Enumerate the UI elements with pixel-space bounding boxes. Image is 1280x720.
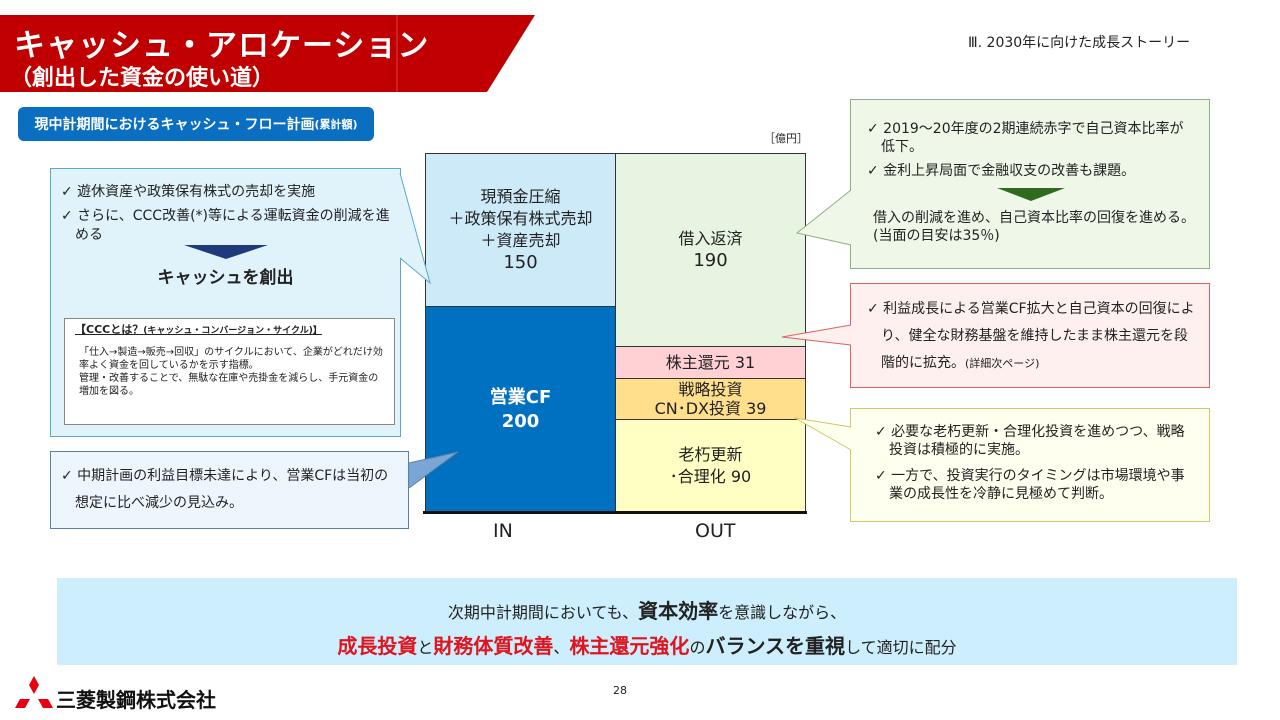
down-arrow-icon: [183, 245, 268, 259]
cell-label: ＋政策保有株式売却: [448, 209, 593, 228]
bullet: ✓ 遊休資産や政策保有株式の売却を実施: [61, 184, 316, 200]
cell-label: 現預金圧縮: [480, 187, 561, 206]
ccc-title: 【CCCとは？: [75, 323, 144, 336]
cell-value: 190: [693, 250, 728, 271]
summary-text: 、: [553, 638, 570, 657]
page-subtitle: （創出した資金の使い道）: [10, 66, 275, 91]
cell-value: ･合理化 90: [669, 467, 752, 486]
callout-investment: ✓ 必要な老朽更新・合理化投資を進めつつ、戦略投資は積極的に実施。 ✓ 一方で、…: [850, 408, 1210, 522]
unit-label: ［億円］: [764, 132, 808, 145]
callout-shareholder: ✓ 利益成長による営業CF拡大と自己資本の回復により、健全な財務基盤を維持したま…: [850, 283, 1210, 388]
page-number: 28: [613, 684, 627, 697]
cell-value: 150: [503, 252, 538, 273]
summary-text: の: [689, 638, 706, 657]
in-operating-cf: 営業CF 200: [425, 306, 616, 513]
chart-baseline: [423, 511, 807, 514]
in-asset-sale: 現預金圧縮 ＋政策保有株式売却 ＋資産売却 150: [425, 153, 616, 307]
callout-cash-creation: ✓ 遊休資産や政策保有株式の売却を実施 ✓ さらに、CCC改善(*)等による運転…: [50, 168, 401, 437]
ccc-definition-box: 【CCCとは？(キャッシュ・コンバージョン・サイクル)】 「仕入→製造→販売→回…: [64, 318, 395, 425]
ccc-title-sub: (キャッシュ・コンバージョン・サイクル)】: [143, 326, 322, 336]
bullet: ✓ さらに、CCC改善(*)等による運転資金の削減を進める: [61, 208, 390, 243]
title-banner: [0, 15, 535, 92]
callout-result: 借入の削減を進め、自己資本比率の回復を進める。(当面の目安は35％): [873, 210, 1195, 244]
summary-text: と: [417, 638, 434, 657]
out-strategic-investment: 戦略投資 CN･DX投資 39: [615, 378, 806, 420]
bullet: ✓ 必要な老朽更新・合理化投資を進めつつ、戦略投資は積極的に実施。: [875, 424, 1185, 458]
section-heading-suffix: (累計額): [314, 118, 358, 131]
callout-debt: ✓ 2019～20年度の2期連続赤字で自己資本比率が低下。 ✓ 金利上昇局面で金…: [850, 99, 1210, 269]
bullet: ✓ 金利上昇局面で金融収支の改善も課題。: [867, 163, 1136, 179]
axis-in: IN: [493, 520, 513, 542]
cell-label: 借入返済: [678, 229, 743, 248]
cell-label: 老朽更新: [678, 445, 743, 464]
cell-label: 戦略投資: [678, 380, 743, 399]
axis-out: OUT: [695, 520, 736, 542]
section-heading: 現中計期間におけるキャッシュ・フロー計画(累計額): [18, 107, 374, 141]
summary-red: 財務体質改善: [433, 634, 554, 658]
mitsubishi-logo-icon: [15, 676, 53, 708]
summary-emphasis: バランスを重視: [705, 634, 846, 658]
cell-value: 200: [501, 410, 540, 432]
section-label: Ⅲ. 2030年に向けた成長ストーリー: [968, 35, 1191, 51]
cell-value: CN･DX投資 39: [654, 399, 767, 418]
summary-text: 次期中計期間においても、: [447, 603, 639, 622]
cell-label: 株主還元 31: [665, 352, 756, 372]
section-heading-text: 現中計期間におけるキャッシュ・フロー計画: [34, 117, 315, 133]
down-arrow-icon: [997, 188, 1065, 201]
company-name: 三菱製鋼株式会社: [56, 688, 216, 712]
callout-operating-cf: ✓ 中期計画の利益目標未達により、営業CFは当初の想定に比べ減少の見込み。: [50, 451, 409, 529]
page-title: キャッシュ・アロケーション: [14, 28, 430, 64]
bullet: ✓ 利益成長による営業CF拡大と自己資本の回復により、健全な財務基盤を維持したま…: [867, 301, 1195, 371]
cell-label: ＋資産売却: [480, 231, 561, 250]
ccc-body: 「仕入→製造→販売→回収」のサイクルにおいて、企業がどれだけ効率よく資金を回して…: [79, 347, 383, 371]
out-shareholder-return: 株主還元 31: [615, 346, 806, 379]
bullet: ✓ 2019～20年度の2期連続赤字で自己資本比率が低下。: [867, 121, 1184, 155]
ccc-body: 管理・改善することで、無駄な在庫や売掛金を減らし、手元資金の増加を図る。: [79, 373, 379, 397]
summary-text: して適切に配分: [845, 638, 957, 657]
cell-label: 営業CF: [489, 386, 552, 408]
out-debt-repayment: 借入返済 190: [615, 153, 806, 347]
callout-result: キャッシュを創出: [157, 268, 294, 288]
note: (詳細次ページ): [965, 357, 1040, 370]
summary-red: 株主還元強化: [569, 634, 690, 658]
bullet: ✓ 中期計画の利益目標未達により、営業CFは当初の想定に比べ減少の見込み。: [61, 468, 389, 511]
summary-text: を意識しながら、: [718, 603, 847, 622]
out-renewal-investment: 老朽更新 ･合理化 90: [615, 419, 806, 513]
summary-emphasis: 資本効率: [638, 599, 719, 623]
summary-banner: 次期中計期間においても、資本効率を意識しながら、 成長投資と財務体質改善、株主還…: [57, 578, 1237, 665]
bullet: ✓ 一方で、投資実行のタイミングは市場環境や事業の成長性を冷静に見極めて判断。: [875, 468, 1185, 502]
summary-red: 成長投資: [337, 634, 418, 658]
